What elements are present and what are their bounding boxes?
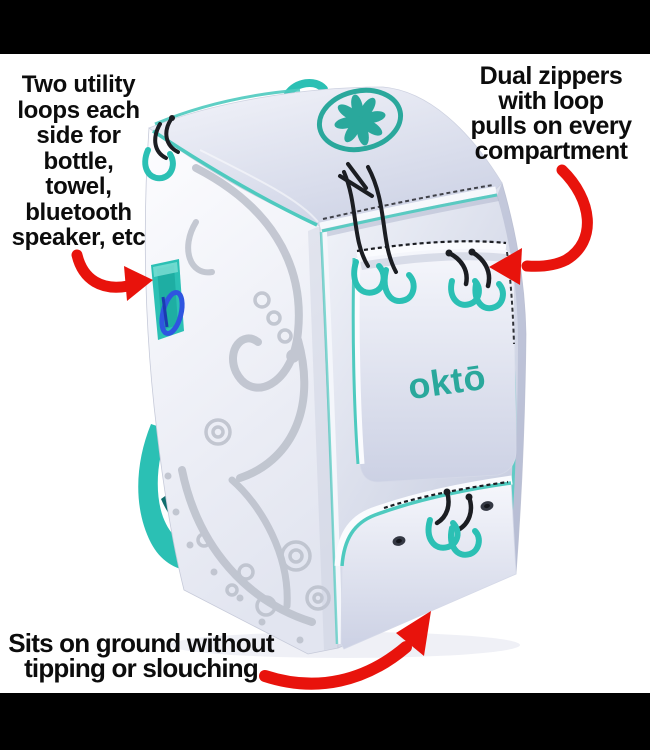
callout-line: with loop [498,87,604,115]
zipper-pulls-front-left [338,162,417,304]
letterbox-bottom [0,693,650,750]
utility-loop-strap [151,259,185,340]
callout-dual-zippers: Dual zippers with loop pulls on every co… [452,64,650,164]
seam-shadow [308,226,338,650]
curved-arrow-right-icon [489,164,593,285]
letterbox-top [0,0,650,54]
carabiner-icon [159,290,185,336]
octopus-logo-icon [316,87,404,153]
callout-utility-loops: Two utility loops each side for bottle, … [0,72,157,251]
callout-line: towel, [45,173,112,200]
zipper-pulls-lid-left [142,115,180,182]
callout-line: loops each [17,96,140,124]
curved-arrow-left-icon [71,249,153,301]
zipper-pulls-bottom-pocket [425,488,482,558]
callout-line: side for [36,122,121,149]
vent-grommets [392,501,494,546]
front-left-seam-trim [321,231,343,645]
callout-line: bottle, [43,147,114,175]
callout-line: Dual zippers [479,62,623,90]
callout-line: speaker, etc [11,224,146,251]
octopus-print-graphic [164,164,331,644]
callout-sits-on-ground: Sits on ground without tipping or slouch… [0,628,282,683]
callout-line: tipping or slouching [24,653,259,683]
front-left-seam-piping [319,231,339,645]
front-lower-pocket [334,475,517,650]
callout-line: Sits on ground without [8,628,274,658]
curved-arrow-bottom-icon [259,611,431,690]
zipper-pulls-front-right [445,248,506,312]
lid [148,86,503,233]
callout-line: bluetooth [25,198,132,226]
callout-line: Two utility [21,71,136,98]
callout-line: pulls on every [470,112,632,140]
callout-line: compartment [474,137,628,165]
